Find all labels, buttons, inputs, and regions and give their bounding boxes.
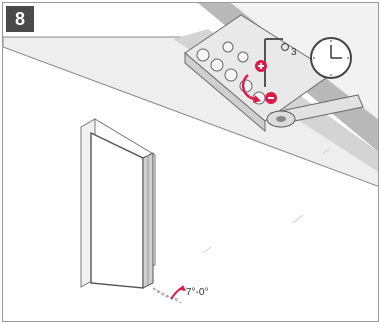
door-gap-arc xyxy=(152,287,180,300)
adjustment-valve-icon xyxy=(241,74,256,101)
door-angle-label: 7°-0° xyxy=(186,287,209,298)
increase-icon xyxy=(255,60,267,72)
decrease-icon xyxy=(265,92,277,104)
clock-icon xyxy=(310,37,352,79)
diagram-panel: 8 xyxy=(2,2,379,322)
installation-illustration xyxy=(3,3,378,321)
step-number-badge: 8 xyxy=(6,6,34,32)
speed-setting-label: 3 xyxy=(291,47,297,58)
closer-arm xyxy=(266,94,364,128)
door-frame-header xyxy=(3,36,378,187)
speed-marker xyxy=(280,42,290,52)
door-icon xyxy=(80,118,156,289)
wall-hatching xyxy=(202,148,330,254)
